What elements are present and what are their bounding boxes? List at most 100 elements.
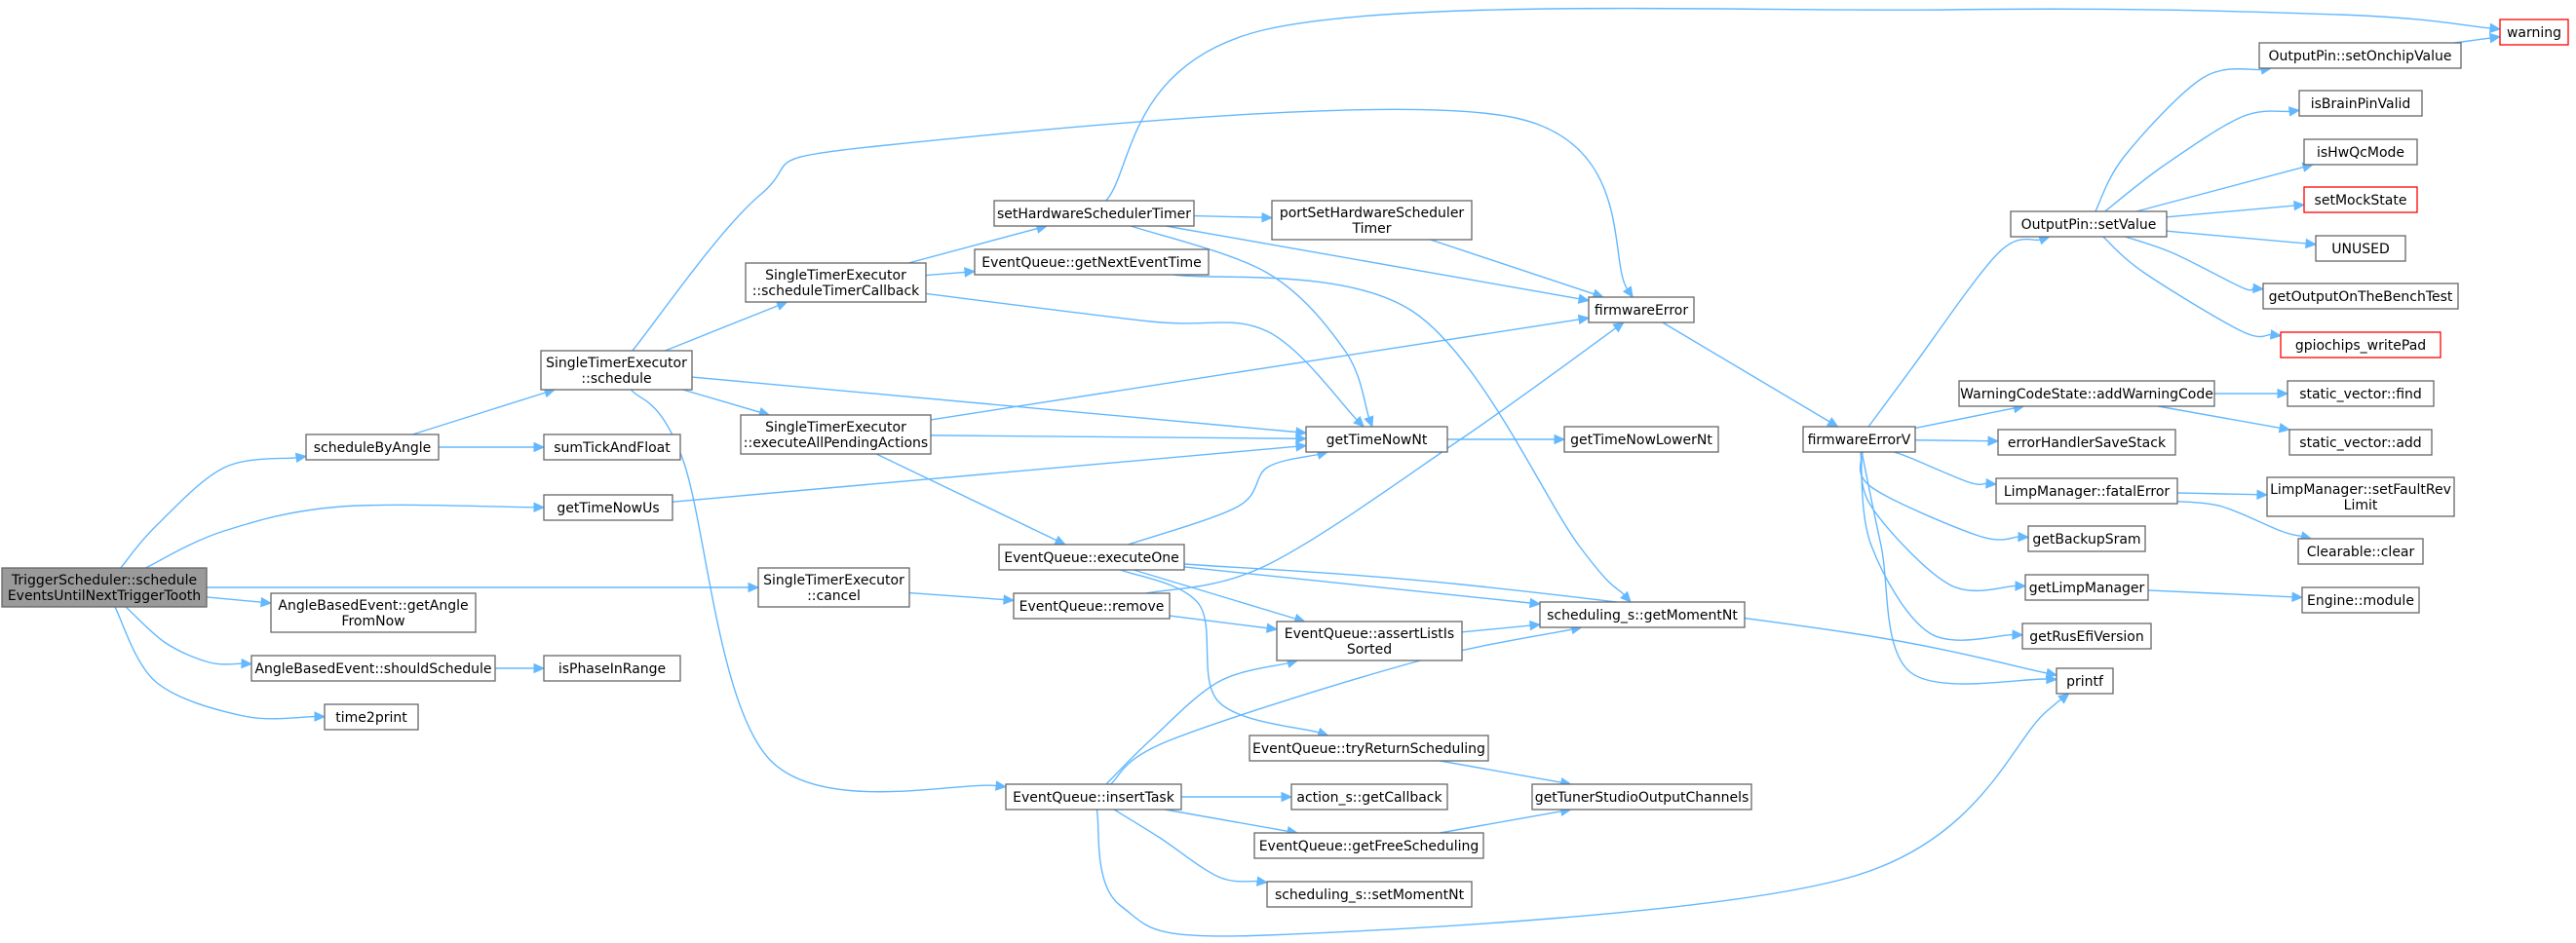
node-label: LimpManager::fatalError bbox=[2004, 484, 2171, 500]
node-eq_remove[interactable]: EventQueue::remove bbox=[1013, 592, 1171, 620]
node-sumTickAndFloat[interactable]: sumTickAndFloat bbox=[543, 434, 681, 461]
arrowhead bbox=[1577, 293, 1591, 304]
node-lm_fatal[interactable]: LimpManager::fatalError bbox=[1995, 477, 2178, 505]
node-box bbox=[993, 200, 1195, 227]
node-sched_setMoment[interactable]: scheduling_s::setMomentNt bbox=[1266, 881, 1473, 908]
node-label: firmwareErrorV bbox=[1808, 433, 1911, 448]
node-firmwareErrorV[interactable]: firmwareErrorV bbox=[1802, 426, 1916, 453]
edge-eq_tryReturn-to-getTSOC bbox=[1440, 760, 1572, 788]
node-UNUSED[interactable]: UNUSED bbox=[2315, 235, 2406, 262]
node-label: ::cancel bbox=[807, 588, 861, 604]
arrowhead bbox=[2256, 489, 2269, 500]
node-getTimeNowNt[interactable]: getTimeNowNt bbox=[1305, 426, 1448, 453]
arrowhead bbox=[2012, 629, 2024, 640]
node-ste_stcb[interactable]: SingleTimerExecutor::scheduleTimerCallba… bbox=[745, 262, 927, 303]
node-label: sumTickAndFloat bbox=[554, 440, 671, 456]
node-setMockState[interactable]: setMockState bbox=[2303, 186, 2418, 213]
node-label: SingleTimerExecutor bbox=[763, 573, 904, 588]
edge-setHwTimer-to-getTimeNowNt bbox=[1131, 225, 1374, 429]
node-box bbox=[2315, 235, 2406, 262]
edge-op_setValue-to-UNUSED bbox=[2166, 230, 2318, 249]
node-sched_getMoment[interactable]: scheduling_s::getMomentNt bbox=[1539, 601, 1746, 628]
node-ste_eapa[interactable]: SingleTimerExecutor::executeAllPendingAc… bbox=[740, 414, 932, 455]
node-label: scheduling_s::getMomentNt bbox=[1547, 608, 1738, 623]
node-label: ::scheduleTimerCallback bbox=[752, 283, 920, 299]
node-getLimpManager[interactable]: getLimpManager bbox=[2024, 574, 2149, 601]
node-box bbox=[2258, 42, 2462, 69]
node-eq_tryReturn[interactable]: EventQueue::tryReturnScheduling bbox=[1249, 735, 1489, 762]
node-getTimeNowUs[interactable]: getTimeNowUs bbox=[543, 494, 673, 521]
node-setHwTimer[interactable]: setHardwareSchedulerTimer bbox=[993, 200, 1195, 227]
node-gpiochips[interactable]: gpiochips_writePad bbox=[2280, 331, 2441, 358]
node-sv_find[interactable]: static_vector::find bbox=[2287, 380, 2435, 407]
node-getBackupSram[interactable]: getBackupSram bbox=[2027, 525, 2146, 552]
node-box bbox=[2010, 210, 2168, 238]
node-time2print[interactable]: time2print bbox=[324, 703, 419, 731]
arrowhead bbox=[1003, 594, 1016, 605]
node-label: time2print bbox=[335, 710, 407, 726]
nodes-layer: TriggerScheduler::scheduleEventsUntilNex… bbox=[1, 19, 2569, 908]
node-isHwQcMode[interactable]: isHwQcMode bbox=[2303, 138, 2418, 166]
node-ehSaveStack[interactable]: errorHandlerSaveStack bbox=[1997, 429, 2176, 456]
node-op_setValue[interactable]: OutputPin::setValue bbox=[2010, 210, 2168, 238]
arrowhead bbox=[533, 502, 546, 512]
edge-ste_schedule-to-ste_eapa bbox=[682, 389, 771, 418]
node-getTSOC[interactable]: getTunerStudioOutputChannels bbox=[1531, 783, 1752, 811]
node-label: EventQueue::insertTask bbox=[1013, 790, 1175, 806]
node-op_setOnchip[interactable]: OutputPin::setOnchipValue bbox=[2258, 42, 2462, 69]
node-firmwareError[interactable]: firmwareError bbox=[1588, 296, 1695, 323]
node-isPhaseInRange[interactable]: isPhaseInRange bbox=[543, 655, 681, 682]
edge-firmwareErrorV-to-getLimpManager bbox=[1861, 451, 2027, 592]
edge-root-to-time2print bbox=[114, 606, 327, 722]
arrowhead bbox=[1620, 590, 1632, 603]
node-isBrainPinValid[interactable]: isBrainPinValid bbox=[2298, 90, 2423, 117]
node-eq_execOne[interactable]: EventQueue::executeOne bbox=[998, 544, 1185, 571]
node-eq_insert[interactable]: EventQueue::insertTask bbox=[1005, 783, 1182, 811]
node-warning[interactable]: warning bbox=[2499, 19, 2569, 46]
node-sv_add[interactable]: static_vector::add bbox=[2288, 429, 2433, 456]
node-clearable_clear[interactable]: Clearable::clear bbox=[2297, 538, 2424, 565]
node-label: UNUSED bbox=[2331, 242, 2389, 257]
node-ste_cancel[interactable]: SingleTimerExecutor::cancel bbox=[757, 567, 910, 608]
arrowhead bbox=[1622, 285, 1634, 299]
node-box bbox=[543, 494, 673, 521]
edge-eq_remove-to-eq_assert bbox=[1169, 615, 1279, 633]
node-box bbox=[1, 567, 208, 608]
node-box bbox=[250, 655, 496, 682]
node-box bbox=[757, 567, 910, 608]
node-getRusEfiVersion[interactable]: getRusEfiVersion bbox=[2021, 622, 2152, 650]
arrowhead bbox=[1265, 622, 1279, 633]
node-label: FromNow bbox=[341, 614, 404, 629]
node-action_getCb[interactable]: action_s::getCallback bbox=[1290, 783, 1448, 811]
node-getTimeNowLowerNt[interactable]: getTimeNowLowerNt bbox=[1563, 426, 1719, 453]
node-box bbox=[745, 262, 927, 303]
node-engine_module[interactable]: Engine::module bbox=[2301, 586, 2420, 614]
node-ste_schedule[interactable]: SingleTimerExecutor::schedule bbox=[540, 350, 693, 391]
node-label: scheduling_s::setMomentNt bbox=[1275, 887, 1465, 903]
arrowhead bbox=[2269, 329, 2283, 340]
arrowhead bbox=[1529, 620, 1542, 631]
node-label: getTimeNowUs bbox=[557, 501, 659, 516]
node-box bbox=[1539, 601, 1746, 628]
node-eq_getNext[interactable]: EventQueue::getNextEventTime bbox=[974, 248, 1210, 276]
node-eq_getFree[interactable]: EventQueue::getFreeScheduling bbox=[1253, 832, 1484, 859]
node-box bbox=[974, 248, 1210, 276]
edge-ste_schedule-to-firmwareError bbox=[632, 108, 1634, 352]
node-box bbox=[1005, 783, 1182, 811]
node-shouldSchedule[interactable]: AngleBasedEvent::shouldSchedule bbox=[250, 655, 496, 682]
node-printf[interactable]: printf bbox=[2056, 667, 2114, 695]
node-wcs_add[interactable]: WarningCodeState::addWarningCode bbox=[1958, 380, 2215, 407]
node-box bbox=[1271, 200, 1473, 241]
node-getOutputOnBench[interactable]: getOutputOnTheBenchTest bbox=[2262, 283, 2459, 310]
node-box bbox=[2303, 186, 2418, 213]
arrowhead bbox=[2488, 32, 2502, 44]
arrowhead bbox=[2291, 591, 2304, 603]
node-scheduleByAngle[interactable]: scheduleByAngle bbox=[305, 434, 440, 461]
node-box bbox=[305, 434, 440, 461]
node-root[interactable]: TriggerScheduler::scheduleEventsUntilNex… bbox=[1, 567, 208, 608]
